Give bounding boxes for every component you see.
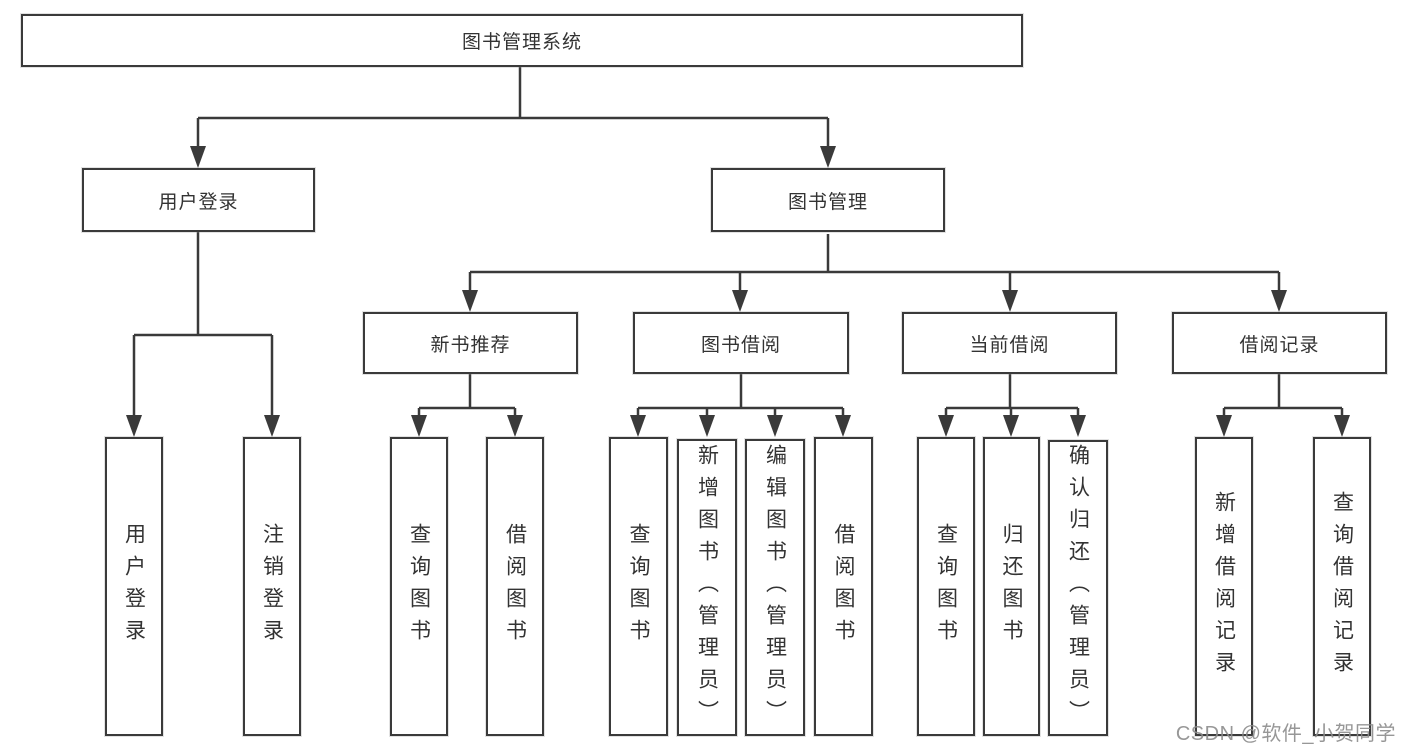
- node-leaf-return-books: 归还图书: [983, 437, 1040, 736]
- node-label: 查询图书: [627, 522, 650, 651]
- node-leaf-confirm-return-admin: 确认归还（管理员）: [1048, 440, 1108, 736]
- node-label: 查询图书: [407, 522, 431, 651]
- node-leaf-logout: 注销登录: [243, 437, 301, 736]
- node-label: 图书管理系统: [461, 32, 582, 53]
- node-book-management: 图书管理: [711, 168, 945, 232]
- node-label: 编辑图书（管理员）: [763, 443, 787, 732]
- node-current-borrowing: 当前借阅: [902, 312, 1117, 374]
- node-label: 图书管理: [787, 191, 868, 213]
- node-user-login: 用户登录: [82, 168, 315, 232]
- node-label: 归还图书: [1000, 522, 1023, 651]
- csdn-watermark: CSDN @软件_小贺同学: [1175, 723, 1396, 745]
- node-leaf-add-books-admin: 新增图书（管理员）: [677, 439, 737, 736]
- node-label: 借阅图书: [832, 522, 855, 651]
- node-leaf-user-login: 用户登录: [105, 437, 163, 736]
- node-leaf-borrow-books-2: 借阅图书: [814, 437, 873, 736]
- node-label: 注销登录: [260, 522, 284, 651]
- node-leaf-query-books-1: 查询图书: [390, 437, 448, 736]
- node-leaf-query-books-2: 查询图书: [609, 437, 668, 736]
- node-label: 新增图书（管理员）: [695, 443, 719, 732]
- node-label: 新书推荐: [430, 334, 511, 356]
- node-book-borrowing: 图书借阅: [633, 312, 849, 374]
- node-new-book-recommend: 新书推荐: [363, 312, 578, 374]
- node-label: 图书借阅: [700, 334, 781, 356]
- node-label: 查询借阅记录: [1330, 490, 1354, 683]
- node-label: 用户登录: [122, 522, 146, 651]
- node-label: 用户登录: [158, 191, 239, 213]
- node-label: 确认归还（管理员）: [1066, 444, 1090, 732]
- node-label: 借阅记录: [1239, 334, 1320, 356]
- node-label: 当前借阅: [969, 334, 1050, 356]
- node-borrowing-records: 借阅记录: [1172, 312, 1387, 374]
- node-leaf-add-borrow-record: 新增借阅记录: [1195, 437, 1253, 736]
- node-leaf-query-books-3: 查询图书: [917, 437, 975, 736]
- node-leaf-edit-books-admin: 编辑图书（管理员）: [745, 439, 805, 736]
- node-leaf-query-borrow-record: 查询借阅记录: [1313, 437, 1371, 736]
- node-label: 查询图书: [934, 522, 958, 651]
- node-label: 新增借阅记录: [1212, 490, 1236, 683]
- node-label: 借阅图书: [503, 522, 527, 651]
- node-leaf-borrow-books-1: 借阅图书: [486, 437, 544, 736]
- node-library-management-system: 图书管理系统: [21, 14, 1023, 67]
